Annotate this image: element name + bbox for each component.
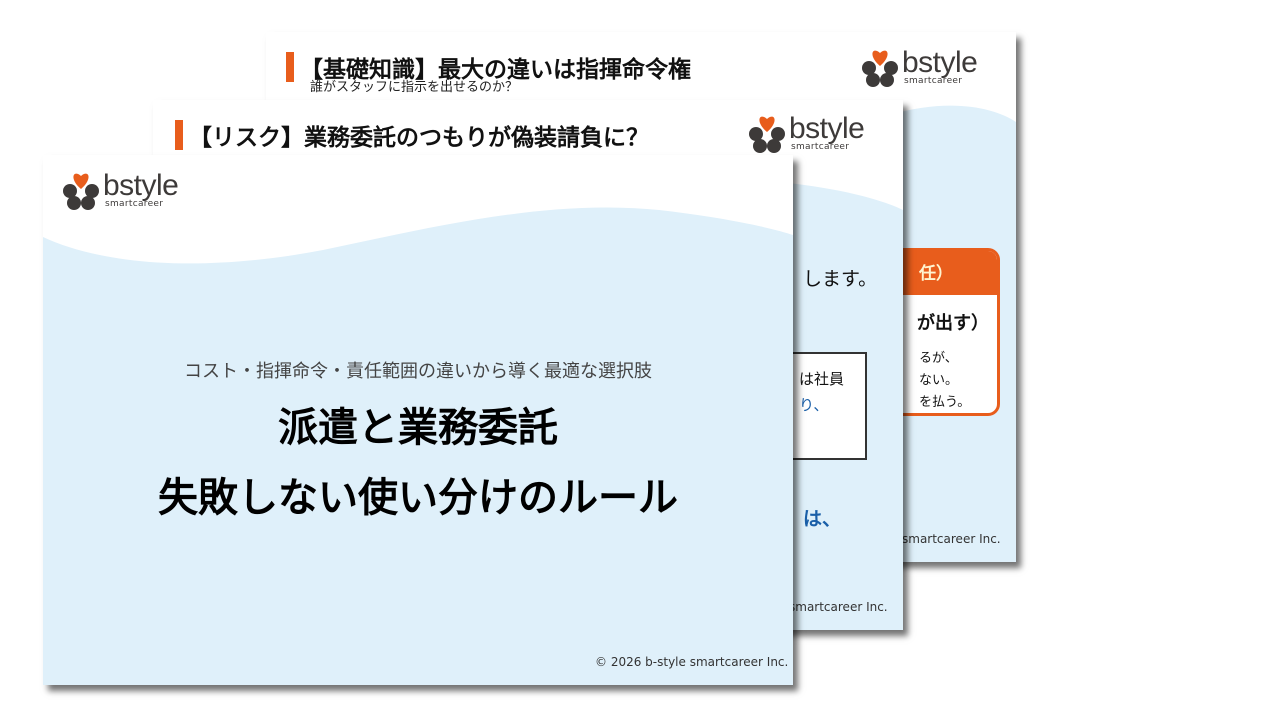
logo-word: bstyle (789, 112, 865, 145)
copyright: smartcareer Inc. (902, 532, 1001, 546)
title-text: 【基礎知識】最大の違いは指揮命令権 (300, 57, 691, 83)
logo-word: bstyle (103, 169, 179, 202)
slide-title: 【基礎知識】最大の違いは指揮命令権 (286, 50, 691, 84)
logo-tagline: smartcareer (904, 76, 963, 86)
highlight-text: は、 (803, 508, 842, 530)
title-accent-bar (175, 120, 183, 150)
copyright: © 2026 b-style smartcareer Inc. (595, 655, 789, 669)
info-box-line: を払う。 (919, 395, 971, 410)
slide-title-line-1: 派遣と業務委託 (278, 405, 558, 451)
title-accent-bar (286, 52, 294, 82)
title-text: 【リスク】業務委託のつもりが偽装請負に？ (189, 125, 649, 151)
info-box-line: るが、 (919, 351, 958, 366)
slide-title-line-2: 失敗しない使い分けのルール (158, 475, 678, 521)
slide-subtitle: コスト・指揮命令・責任範囲の違いから導く最適な選択肢 (184, 361, 652, 382)
logo-tagline: smartcareer (791, 142, 850, 152)
wave-background (43, 207, 793, 685)
clover-heart-icon (749, 116, 785, 153)
logo-tagline: smartcareer (105, 199, 164, 209)
body-text: します。 (803, 268, 878, 290)
slide-title: 【リスク】業務委託のつもりが偽装請負に？ (175, 118, 649, 152)
clover-heart-icon (862, 50, 898, 87)
logo-word: bstyle (902, 46, 978, 79)
info-box-line: は社員 (799, 370, 845, 388)
info-box-line: が出す） (917, 313, 989, 334)
info-box-line: り、 (799, 396, 829, 414)
copyright: smartcareer Inc. (789, 600, 888, 614)
info-box-line: ない。 (919, 373, 959, 388)
clover-heart-icon (63, 173, 99, 210)
slide-subtitle: 誰がスタッフに指示を出せるのか？ (310, 80, 519, 95)
